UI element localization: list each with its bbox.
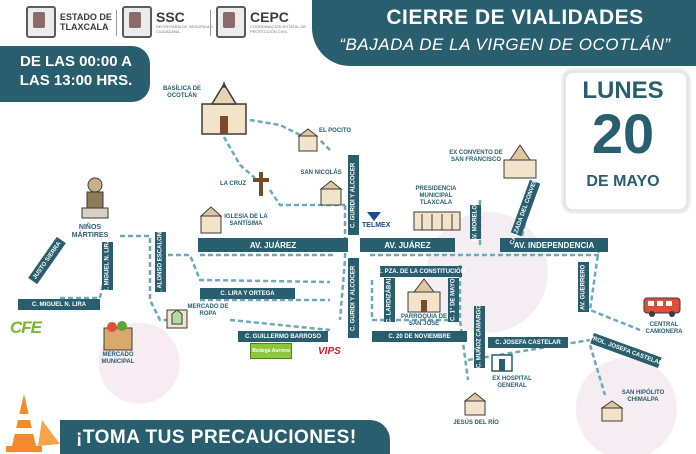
schedule-text: DE LAS 00:00 A LAS 13:00 HRS. (6, 52, 146, 90)
date-day: LUNES (582, 77, 664, 104)
road-guridi-top: C. GURIDI Y ALCOCER (348, 155, 359, 235)
title-banner (312, 0, 696, 66)
divider (210, 10, 211, 36)
schedule-line1: DE LAS 00:00 A (20, 53, 132, 70)
title-sub: “BAJADA DE LA VIRGEN DE OCOTLÁN” (339, 35, 671, 54)
road-av-guerrero: AV. GUERRERO (578, 262, 589, 312)
road-miguel-lira-v: C. MIGUEL N. LIRA (102, 239, 113, 293)
label-presidencia: PRESIDENCIA MUNICIPAL TLAXCALA (415, 186, 457, 206)
logo3-sub: COORDINACIÓN ESTATAL DE PROTECCIÓN CIVIL (250, 24, 307, 34)
logo-ssc: SSC SECRETARÍA DE SEGURIDAD CIUDADANA (122, 6, 216, 38)
traffic-cone-icon (6, 394, 60, 452)
market-icon (103, 321, 133, 351)
bus-icon (643, 297, 681, 317)
logo1-line1: ESTADO DE (60, 12, 112, 22)
logo1-line2: TLAXCALA (60, 22, 109, 32)
telmex-icon (367, 212, 381, 221)
road-alonso-escalona: C. ALONSO ESCALONA (155, 228, 166, 296)
road-plaza-constitucion: C. PZA. DE LA CONSTITUCIÓN (377, 266, 465, 277)
route-path (60, 118, 641, 396)
date-box (563, 70, 689, 212)
road-av-independencia: AV. INDEPENDENCIA (500, 238, 608, 252)
monument-icon (81, 177, 109, 219)
building-icon (413, 211, 461, 231)
brand-cfe: CFE (10, 318, 42, 337)
church-icon (503, 144, 537, 179)
building-icon (297, 128, 319, 152)
road-av-juarez-right: AV. JUÁREZ (360, 238, 455, 252)
road-lardizabal: C. LARDIZÁBAL (384, 277, 395, 323)
label-san-hipolito: SAN HIPÓLITO CHIMALPA (621, 390, 665, 403)
brand-telmex: TELMEX (362, 222, 391, 229)
footer-message: ¡TOMA TUS PRECAUCIONES! (76, 427, 357, 448)
label-ex-convento: EX CONVENTO DE SAN FRANCISCO (449, 150, 503, 163)
church-icon (463, 392, 487, 416)
label-mercado-municipal: MERCADO MUNICIPAL (101, 352, 135, 365)
logo3-name: CEPC (250, 9, 289, 25)
cross-icon (253, 172, 269, 196)
road-lira-ortega: C. LIRA Y ORTEGA (200, 288, 295, 299)
shield-icon (122, 6, 152, 38)
building-icon (319, 180, 343, 206)
church-icon (199, 206, 223, 234)
building-icon (491, 354, 513, 372)
market-icon (166, 309, 188, 329)
divider (116, 10, 117, 36)
footer-bar (60, 420, 390, 454)
label-mercado-ropa: MERCADO DE ROPA (187, 304, 229, 317)
label-el-pocito: EL POCITO (318, 128, 352, 134)
label-basilica: BASÍLICA DE OCOTLÁN (162, 86, 202, 99)
logo-cepc: CEPC COORDINACIÓN ESTATAL DE PROTECCIÓN … (216, 6, 312, 38)
church-icon (407, 278, 441, 313)
label-la-cruz: LA CRUZ (219, 181, 247, 187)
logo2-sub: SECRETARÍA DE SEGURIDAD CIUDADANA (156, 24, 213, 34)
road-nunez-camargo: C. MUÑOZ CAMARGO (474, 306, 485, 369)
label-jesus-rio: JESÚS DEL RÍO (453, 420, 499, 426)
logo-estado-tlaxcala: ESTADO DE TLAXCALA (26, 6, 112, 38)
road-guillermo-barroso: C. GUILLERMO BARROSO (238, 331, 328, 342)
road-av-juarez-left: AV. JUÁREZ (198, 238, 348, 252)
label-parroquia: PARROQUIA DE SAN JOSÉ (400, 314, 447, 327)
date-month: DE MAYO (586, 173, 660, 190)
label-ex-hospital: EX HOSPITAL GENERAL (492, 376, 532, 389)
schedule-line2: LAS 13:00 HRS. (19, 72, 133, 89)
label-central-camionera: CENTRAL CAMIONERA (645, 322, 683, 335)
road-miguel-lira-h: C. MIGUEL N. LIRA (18, 299, 100, 310)
shield-icon (26, 6, 56, 38)
road-morelos: AV. MORELOS (470, 201, 481, 243)
road-josefa-castelar: C. JOSEFA CASTELAR (488, 337, 568, 348)
label-iglesia-santisima: IGLESIA DE LA SANTÍSIMA (224, 214, 268, 227)
schedule-box (0, 46, 150, 102)
road-veinte-noviembre: C. 20 DE NOVIEMBRE (372, 331, 467, 342)
title-main: CIERRE DE VIALIDADES (386, 6, 644, 29)
label-ninos-martires: NIÑOS MÁRTIRES (71, 224, 109, 239)
road-guridi-bottom: C. GURIDI Y ALCOCER (348, 258, 359, 338)
church-icon (600, 400, 624, 422)
church-icon (201, 82, 247, 135)
shield-icon (216, 6, 246, 38)
brand-vips: VIPS (318, 346, 341, 357)
logo2-name: SSC (156, 9, 185, 25)
brand-bodega: Bodega Aurrera (250, 343, 292, 359)
date-number: 20 (591, 102, 655, 165)
label-san-nicolas: SAN NICOLÁS (300, 170, 342, 176)
